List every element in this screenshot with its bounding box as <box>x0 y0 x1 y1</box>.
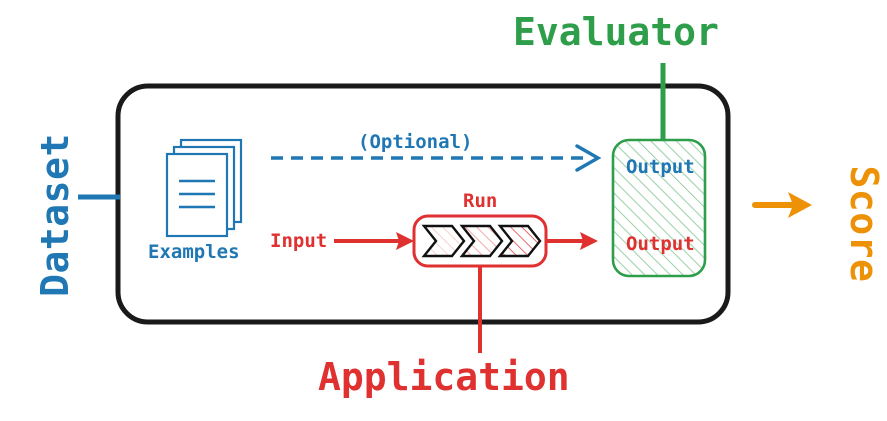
examples-label: Examples <box>148 241 240 263</box>
dataset-label: Dataset <box>33 133 77 297</box>
chevron-2 <box>459 224 504 258</box>
optional-arrow <box>271 144 602 172</box>
output-box <box>611 138 707 278</box>
chevron-3 <box>497 224 542 258</box>
output-label-top: Output <box>626 156 695 178</box>
input-arrow <box>334 232 414 250</box>
evaluator-label: Evaluator <box>513 10 719 54</box>
application-label: Application <box>318 355 570 399</box>
examples-stack-icon <box>165 138 243 238</box>
score-arrow <box>752 192 812 218</box>
run-output-arrow <box>547 232 598 250</box>
input-label: Input <box>270 230 328 252</box>
output-label-bottom: Output <box>626 233 695 255</box>
score-label: Score <box>842 165 886 283</box>
chevron-1 <box>421 224 466 258</box>
run-chevrons <box>421 224 542 258</box>
optional-label: (Optional) <box>358 131 473 153</box>
run-label: Run <box>463 190 498 212</box>
outer-container <box>115 83 731 325</box>
